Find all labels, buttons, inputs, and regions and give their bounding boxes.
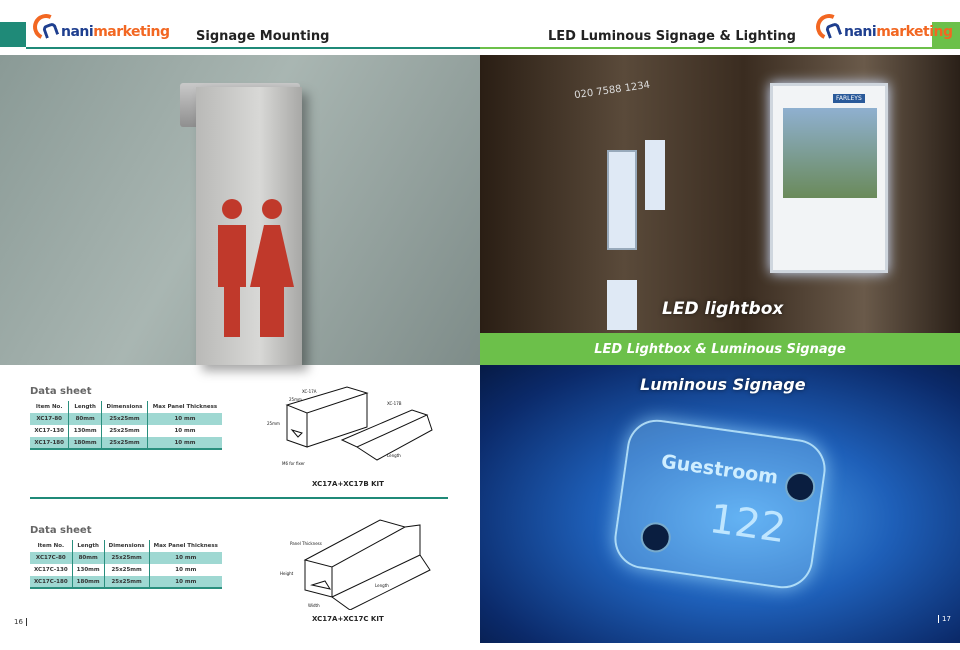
table-cell: 180mm — [68, 437, 102, 449]
diagram-label: 25mm — [267, 421, 280, 426]
col-header: Dimensions — [101, 401, 148, 413]
table-cell: 130mm — [72, 564, 105, 576]
col-header: Length — [72, 540, 105, 552]
table-cell: 10 mm — [175, 567, 197, 573]
table-cell: XC17C-80 — [30, 552, 73, 564]
table-cell: 25x25mm — [101, 437, 148, 449]
logo-text: marketing — [876, 24, 953, 40]
restroom-sign-photo — [0, 55, 480, 365]
diagram-caption: XC17A+XC17B KIT — [312, 480, 384, 488]
logo-text: nani — [61, 24, 94, 40]
right-header-bar — [932, 22, 960, 49]
table-cell: 180mm — [72, 576, 105, 588]
left-header-bar — [0, 22, 26, 47]
standoff-icon — [783, 470, 818, 504]
logo-icon — [812, 10, 846, 44]
diagram-label: Panel Thickness — [290, 541, 322, 546]
diagram-label: M6 for fixer — [282, 461, 305, 466]
table-cell: 10 mm — [149, 576, 222, 588]
table-cell: XC17C-130 — [30, 564, 73, 576]
diagram-label: Length — [387, 453, 401, 458]
logo-icon — [29, 10, 63, 44]
table-cell: 25x25mm — [101, 413, 148, 425]
luminous-signage-caption: Luminous Signage — [640, 375, 806, 394]
diagram-label: XC-17B — [387, 401, 402, 406]
diagram-caption: XC17A+XC17C KIT — [312, 615, 384, 623]
small-lightbox — [607, 280, 637, 330]
table-cell: 130mm — [68, 425, 102, 437]
col-header: Max Panel Thickness — [153, 543, 218, 549]
col-header: Max Panel Thickness — [152, 404, 218, 410]
diagram-label: Length — [375, 583, 389, 588]
datasheet-title: Data sheet — [30, 386, 92, 397]
right-logo: nanimarketing — [812, 10, 953, 44]
xc17ab-diagram: XC-17A XC-17B 25mm 25mm Length M6 for fi… — [267, 386, 433, 466]
left-header-rule — [26, 47, 480, 49]
lightbox-brand: FARLEYS — [833, 94, 865, 103]
plate-number: 122 — [706, 495, 789, 553]
luminous-signage-photo: Luminous Signage Guestroom 122 17 — [480, 365, 960, 643]
table-cell: 80mm — [72, 552, 105, 564]
xc17ac-diagram: Panel Thickness Height Width Length — [280, 519, 431, 610]
led-lightbox-photo: 020 7588 1234 FARLEYS LED lightbox — [480, 55, 960, 333]
standoff-icon — [638, 520, 673, 555]
right-page-title: LED Luminous Signage & Lighting — [548, 29, 796, 44]
table-cell: 10 mm — [174, 428, 196, 434]
table-cell: 80mm — [68, 413, 102, 425]
acrylic-plate: Guestroom 122 — [610, 415, 830, 593]
diagram-label: XC-17A — [302, 389, 317, 394]
col-header: Item No. — [30, 401, 70, 413]
diagram-label: Width — [308, 603, 320, 608]
lightbox-house-image — [783, 108, 877, 198]
plate-label: Guestroom — [659, 450, 780, 489]
section-divider — [30, 497, 448, 499]
logo-text: marketing — [93, 24, 170, 40]
table-cell: 25x25mm — [104, 564, 150, 576]
left-logo: nanimarketing — [29, 10, 170, 44]
table-cell: 10 mm — [149, 552, 222, 564]
band-label: LED Lightbox & Luminous Signage — [594, 341, 846, 357]
table-cell: 10 mm — [147, 437, 222, 449]
led-lightbox-caption: LED lightbox — [662, 299, 784, 319]
main-lightbox: FARLEYS — [770, 83, 888, 273]
table-cell: 10 mm — [147, 413, 222, 425]
right-header-rule — [480, 47, 932, 49]
datasheet-title: Data sheet — [30, 525, 92, 536]
left-page-title: Signage Mounting — [196, 29, 330, 44]
table-cell: 25x25mm — [101, 425, 148, 437]
small-lightbox — [607, 150, 637, 250]
green-band: LED Lightbox & Luminous Signage — [480, 333, 960, 365]
logo-text: nani — [844, 24, 877, 40]
table-cell: XC17C-180 — [30, 576, 73, 588]
table-cell: 25x25mm — [104, 552, 150, 564]
diagram-label: Height — [280, 571, 294, 576]
table-cell: XC17-130 — [30, 425, 70, 437]
col-header: Dimensions — [104, 540, 150, 552]
page-number-left: 16 — [14, 618, 27, 626]
col-header: Length — [68, 401, 102, 413]
small-lightbox — [645, 140, 665, 210]
window-number: 020 7588 1234 — [573, 79, 651, 102]
sign-plate — [196, 87, 302, 365]
col-header: Item No. — [30, 540, 73, 552]
restroom-icon — [218, 199, 294, 337]
table-cell: XC17-80 — [30, 413, 70, 425]
table-cell: 25x25mm — [104, 576, 150, 588]
table-cell: XC17-180 — [30, 437, 70, 449]
page-number-right: 17 — [938, 615, 951, 623]
diagram-label: 25mm — [289, 397, 302, 402]
